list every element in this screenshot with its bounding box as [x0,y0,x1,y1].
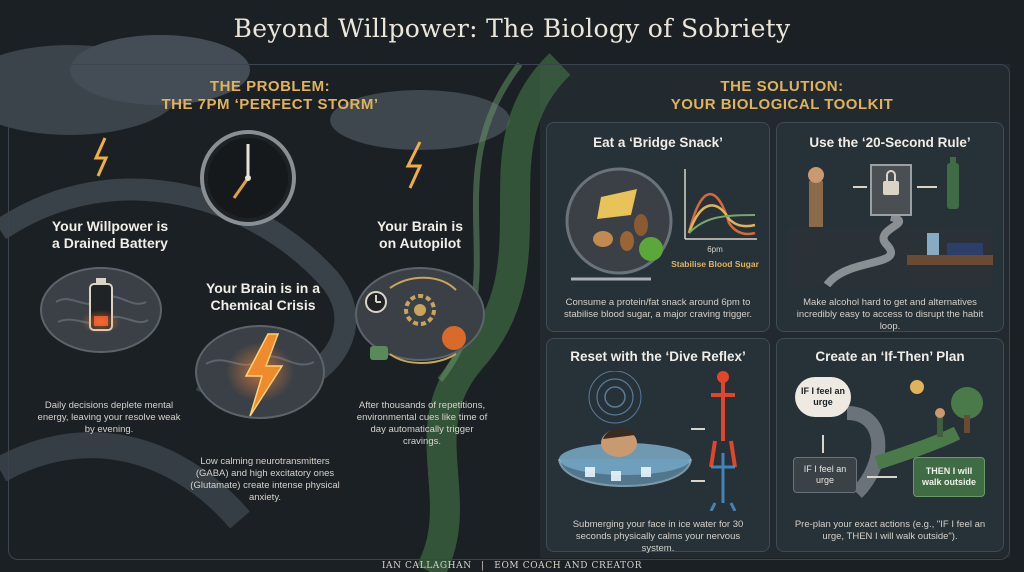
card-bridge-snack-title: Eat a ‘Bridge Snack’ [593,135,723,150]
solution-heading-line2: YOUR BIOLOGICAL TOOLKIT [670,96,894,113]
card-20-second-title: Use the ‘20-Second Rule’ [809,135,971,150]
problem-item-3-title: Your Brain is on Autopilot [350,218,490,252]
problem-item-1-title-line1: Your Willpower is [51,218,169,234]
problem-item-2-title-line2: Chemical Crisis [210,297,316,313]
ice-bowl-icon [558,371,737,511]
card-dive-reflex-body: Submerging your face in ice water for 30… [572,519,744,554]
problem-item-1-title: Your Willpower is a Drained Battery [30,218,190,252]
problem-item-1-title-line2: a Drained Battery [52,235,168,251]
snack-plate-icon [565,167,757,281]
problem-item-1-body: Daily decisions deplete mental energy, l… [37,400,181,435]
card-bridge-snack-body: Consume a protein/fat snack around 6pm t… [564,297,752,320]
card-if-then-title: Create an ‘If-Then’ Plan [815,349,965,364]
footer-credit: IAN CALLAGHAN | EOM COACH AND CREATOR [0,561,1024,571]
brain-cycle-icon [355,267,485,364]
footer-author: IAN CALLAGHAN [381,561,472,571]
then-box: THEN I will walk outside [913,457,985,497]
card-dive-reflex-title: Reset with the ‘Dive Reflex’ [570,349,746,364]
clock-icon [200,130,296,226]
solution-card-bridge-snack: Eat a ‘Bridge Snack’ 6pm Stabilise Blood… [546,122,770,332]
problem-heading: THE PROBLEM: THE 7PM ‘PERFECT STORM’ [150,78,390,114]
if-thought-bubble: IF I feel an urge [795,377,851,417]
problem-item-3-title-line2: on Autopilot [379,235,461,251]
footer-separator: | [481,561,485,571]
solution-card-20-second-rule: Use the ‘20-Second Rule’ Make alcohol ha… [776,122,1004,332]
problem-item-2-body: Low calming neurotransmitters (GABA) and… [190,456,340,503]
chart-time-label: 6pm [707,245,723,254]
brain-battery-icon [40,267,162,353]
page-title: Beyond Willpower: The Biology of Sobriet… [233,14,791,43]
card-if-then-body: Pre-plan your exact actions (e.g., "IF I… [794,519,986,542]
problem-heading-line2: THE 7PM ‘PERFECT STORM’ [161,96,379,113]
card-20-second-body: Make alcohol hard to get and alternative… [796,297,984,332]
brain-lightning-icon [195,325,325,419]
chart-caption: Stabilise Blood Sugar [671,259,759,269]
locked-cabinet-icon [787,157,993,287]
fork-path-icon [822,380,983,498]
problem-item-2-title: Your Brain is in a Chemical Crisis [188,280,338,314]
problem-item-3-title-line1: Your Brain is [376,218,464,234]
problem-item-2-title-line1: Your Brain is in a [205,280,321,296]
problem-item-3-body: After thousands of repetitions, environm… [356,400,488,447]
solution-heading-line1: THE SOLUTION: [720,78,844,95]
content-frame [8,64,1010,560]
problem-heading-line1: THE PROBLEM: [209,78,331,95]
footer-role: EOM COACH AND CREATOR [494,561,643,571]
solution-heading: THE SOLUTION: YOUR BIOLOGICAL TOOLKIT [652,78,912,114]
solution-card-if-then: Create an ‘If-Then’ Plan IF I feel an ur… [776,338,1004,552]
if-box: IF I feel an urge [793,457,857,493]
solution-card-dive-reflex: Reset with the ‘Dive Reflex’ Submerging … [546,338,770,554]
